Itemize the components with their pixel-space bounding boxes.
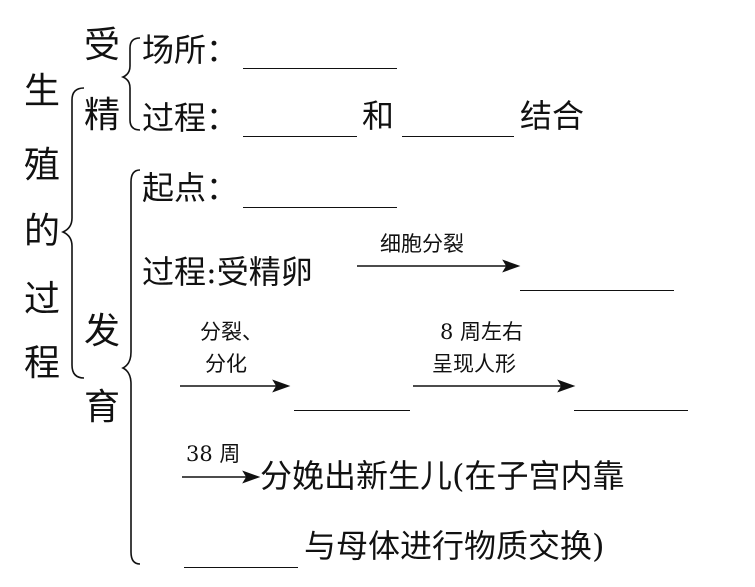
arrow-8-weeks-label-2: 呈现人形 xyxy=(432,352,516,376)
arrow-differentiation-label-1: 分裂、 xyxy=(200,320,263,344)
development-char-1: 发 xyxy=(84,311,121,352)
arrow-38-weeks-head xyxy=(242,470,261,484)
and-word: 和 xyxy=(362,97,395,135)
root-char-1: 生 xyxy=(24,71,61,112)
birth-blank xyxy=(184,567,298,568)
root-char-4: 过 xyxy=(24,279,61,320)
birth-text-line-2: 与母体进行物质交换) xyxy=(304,527,605,565)
root-brace xyxy=(61,87,85,379)
cell-division-blank xyxy=(520,290,674,291)
fertilization-brace xyxy=(120,37,141,131)
arrow-differentiation-head xyxy=(272,379,291,393)
development-char-2: 育 xyxy=(84,387,121,428)
combine-word: 结合 xyxy=(520,97,585,135)
root-char-5: 程 xyxy=(24,343,61,384)
arrow-cell-division-label: 细胞分裂 xyxy=(380,232,464,256)
arrow-8-weeks-head xyxy=(557,379,576,393)
root-char-2: 殖 xyxy=(24,145,61,186)
fertilization-char-1: 受 xyxy=(84,25,121,66)
human-form-blank xyxy=(574,410,688,411)
arrow-differentiation-label-2: 分化 xyxy=(205,352,247,376)
arrow-cell-division-head xyxy=(502,259,521,273)
development-brace xyxy=(121,169,141,565)
fertilization-blank-1 xyxy=(243,136,357,137)
fertilization-char-2: 精 xyxy=(84,95,121,136)
birth-text-line-1: 分娩出新生儿(在子宫内靠 xyxy=(260,457,625,495)
differentiation-blank xyxy=(294,410,410,411)
root-char-3: 的 xyxy=(24,211,61,252)
start-label: 起点： xyxy=(142,169,239,207)
arrow-38-weeks-label: 38 周 xyxy=(186,442,241,466)
fertilization-process-label: 过程： xyxy=(142,99,239,137)
arrow-8-weeks-label-1: 8 周左右 xyxy=(440,320,524,344)
development-process-label: 过程:受精卵 xyxy=(142,253,313,291)
fertilization-blank-2 xyxy=(402,136,514,137)
place-label: 场所： xyxy=(142,31,239,69)
place-blank xyxy=(243,68,397,69)
start-blank xyxy=(243,207,397,208)
